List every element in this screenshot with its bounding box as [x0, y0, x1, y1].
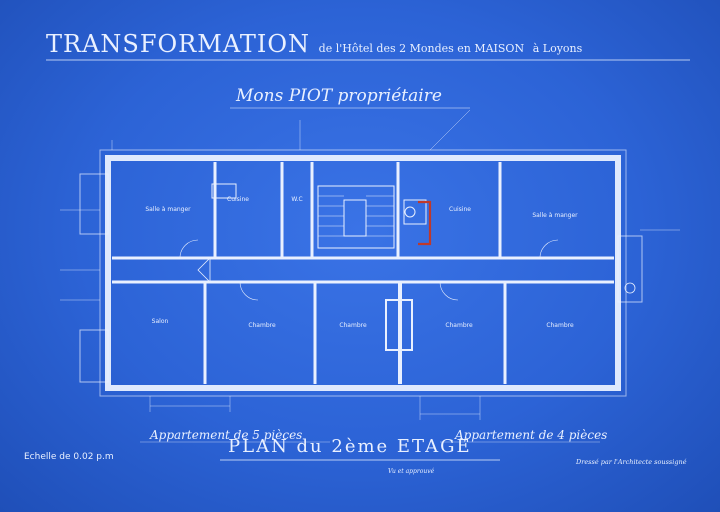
- room-cuisine-left: Cuisine: [227, 196, 249, 203]
- approval-note: Vu et approuvé: [388, 468, 435, 475]
- room-salle-manger-left: Salle à manger: [145, 206, 191, 213]
- room-chambre-2: Chambre: [339, 322, 367, 329]
- room-cuisine-right: Cuisine: [449, 206, 471, 213]
- drawing-title: TRANSFORMATION de l'Hôtel des 2 Mondes e…: [46, 30, 582, 58]
- plan-title: PLAN du 2ème ETAGE: [228, 436, 472, 457]
- room-chambre-1: Chambre: [248, 322, 276, 329]
- owner-label: Mons PIOT propriétaire: [236, 86, 442, 106]
- scale-label: Echelle de 0.02 p.m: [24, 452, 114, 462]
- room-chambre-3: Chambre: [445, 322, 473, 329]
- room-salle-manger-right: Salle à manger: [532, 212, 578, 219]
- room-salon: Salon: [151, 318, 169, 325]
- apartment-left-label: Appartement de 5 pièces: [150, 428, 303, 442]
- title-main: TRANSFORMATION: [46, 30, 311, 58]
- room-chambre-4: Chambre: [546, 322, 574, 329]
- architect-signature: Dressé par l'Architecte soussigné: [576, 458, 687, 466]
- title-place: à Loyons: [532, 42, 583, 55]
- title-rest: de l'Hôtel des 2 Mondes en MAISON: [318, 42, 525, 55]
- room-wc: W.C: [291, 196, 303, 203]
- apartment-right-label: Appartement de 4 pièces: [455, 428, 608, 442]
